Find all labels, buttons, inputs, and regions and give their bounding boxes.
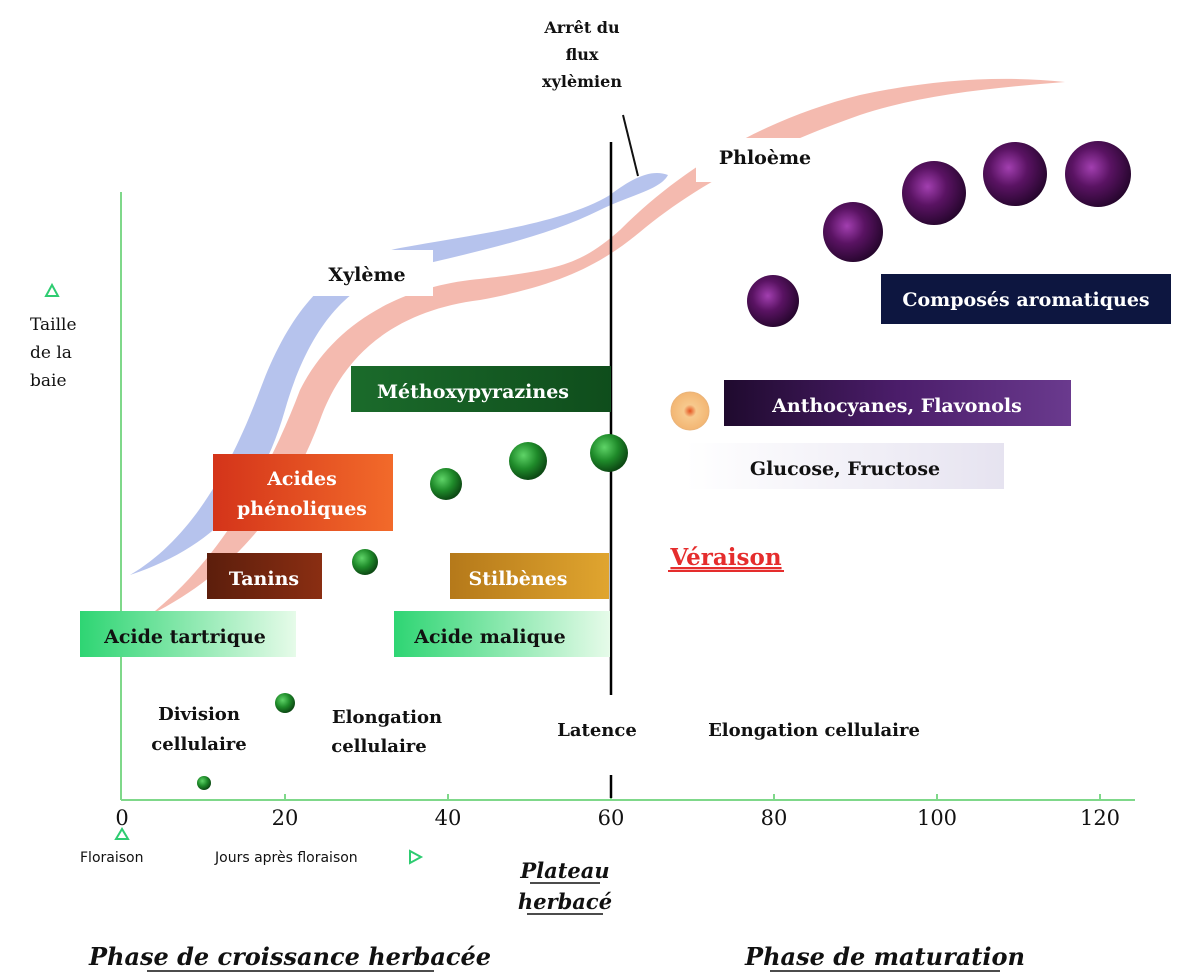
elongation1-label-line: cellulaire: [331, 736, 426, 757]
phenolic-acids-label-line: phénoliques: [237, 498, 367, 520]
tartaric-acid-label: Acide tartrique: [103, 626, 266, 648]
xylem-stop-pointer: [622, 114, 639, 177]
phloem-label-bg: [696, 138, 846, 182]
malic-acid-box: [394, 611, 610, 657]
purple-berry: [747, 275, 799, 327]
x-tick-label: 120: [1080, 806, 1120, 830]
green-berry: [509, 442, 547, 480]
phenolic-acids-box: [213, 454, 393, 531]
stage-labels: Division cellulaire Elongation cellulair…: [151, 704, 920, 757]
triangle-up-icon: [114, 827, 130, 840]
x-tick-label: 100: [917, 806, 957, 830]
tannins-box: [207, 553, 322, 599]
xylem-stop-line: xylèmien: [542, 72, 622, 91]
stilbenes-box: [450, 553, 609, 599]
triangle-right-icon: [409, 849, 424, 865]
veraison-label: Véraison: [669, 544, 781, 571]
x-tick-label: 0: [115, 806, 128, 830]
purple-berry: [1065, 141, 1131, 207]
plateau-label: Plateau herbacé: [518, 858, 612, 914]
methoxypyrazines-box: [351, 366, 611, 412]
division-label-line: Division: [158, 704, 240, 725]
latency-label: Latence: [557, 720, 637, 741]
plateau-label-line: Plateau: [519, 858, 609, 883]
x-tick-label: 40: [435, 806, 462, 830]
stilbenes-label: Stilbènes: [469, 568, 568, 590]
aromatics-box: [881, 274, 1171, 324]
green-berries: [197, 434, 628, 790]
purple-berry: [823, 202, 883, 262]
tartaric-acid-box: [80, 611, 296, 657]
methoxypyrazines-label: Méthoxypyrazines: [377, 381, 569, 403]
anthocyanins-label: Anthocyanes, Flavonols: [771, 395, 1022, 417]
green-berry: [430, 468, 462, 500]
y-axis-label-line: Taille: [30, 315, 77, 335]
x-tick-label: 20: [272, 806, 299, 830]
phloem-band: [150, 78, 1065, 615]
phenolic-acids-label-line: Acides: [266, 468, 337, 490]
xylem-label: Xylème: [328, 264, 405, 286]
growth-phase-label: Phase de croissance herbacée: [88, 942, 491, 971]
purple-berry: [902, 161, 966, 225]
elongation1-label-line: Elongation: [332, 707, 442, 728]
green-berry: [275, 693, 295, 713]
triangle-up-icon: [44, 282, 60, 297]
aromatics-label: Composés aromatiques: [902, 289, 1149, 311]
xylem-stop-line: flux: [566, 45, 599, 64]
sugars-box: [686, 443, 1004, 489]
xylem-label-bg: [298, 250, 433, 296]
xylem-stop-label: Arrêt du flux xylèmien: [542, 18, 622, 91]
plateau-label-line: herbacé: [518, 889, 612, 914]
green-berry: [590, 434, 628, 472]
x-tick-label: 80: [761, 806, 788, 830]
purple-berry: [983, 142, 1047, 206]
y-axis-label-line: de la: [30, 343, 72, 363]
anthocyanins-box: [724, 380, 1071, 426]
veraison-berry: [670, 391, 710, 431]
purple-berries: [747, 141, 1131, 327]
green-berry: [352, 549, 378, 575]
x-axis-label: Jours après floraison: [214, 850, 358, 866]
phloem-label: Phloème: [719, 147, 811, 169]
x-origin-label: Floraison: [80, 850, 143, 866]
x-tick-labels: 0 20 40 60 80 100 120: [115, 806, 1120, 830]
tannins-label: Tanins: [229, 568, 299, 590]
malic-acid-label: Acide malique: [413, 626, 566, 648]
y-axis-label: Taille de la baie: [30, 315, 77, 391]
y-axis-label-line: baie: [30, 371, 67, 391]
x-tick-label: 60: [598, 806, 625, 830]
green-berry: [197, 776, 211, 790]
sugars-label: Glucose, Fructose: [750, 458, 940, 480]
maturation-phase-label: Phase de maturation: [744, 942, 1025, 971]
elongation2-label: Elongation cellulaire: [708, 720, 920, 741]
xylem-stop-line: Arrêt du: [543, 18, 620, 37]
division-label-line: cellulaire: [151, 734, 246, 755]
